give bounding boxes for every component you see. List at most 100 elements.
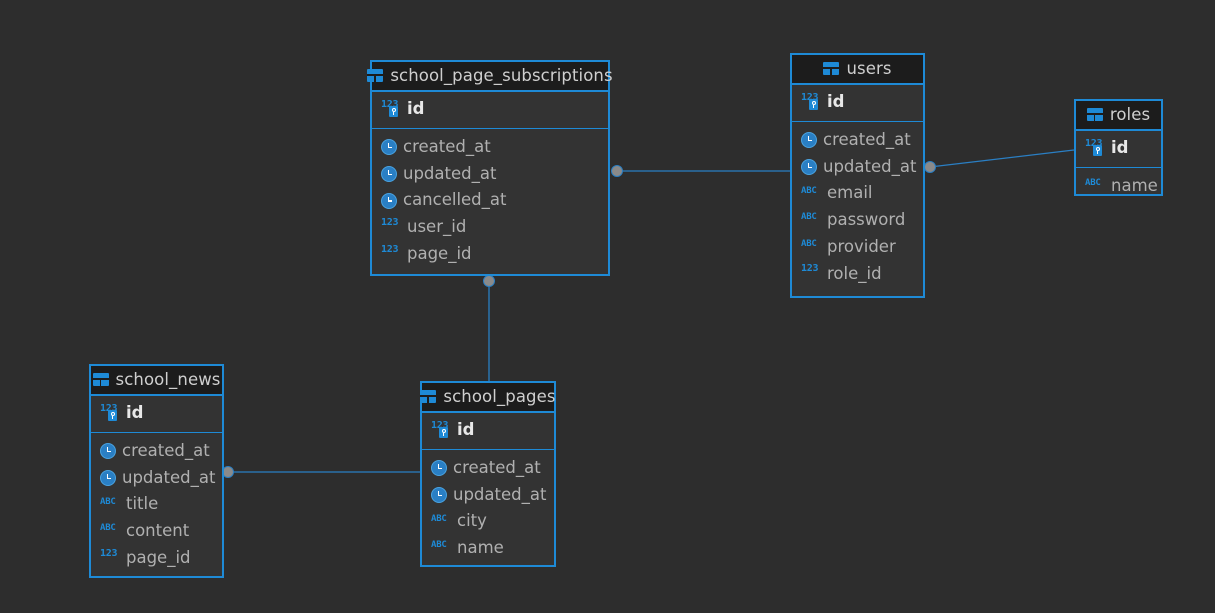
table-title: roles — [1109, 105, 1151, 124]
column-row-created_at[interactable]: created_at — [422, 455, 554, 482]
column-label: created_at — [122, 440, 210, 460]
column-row-created_at[interactable]: created_at — [792, 127, 923, 154]
relationship-news-to-pages[interactable] — [222, 466, 421, 478]
abc-icon: ABC — [1085, 178, 1101, 189]
table-icon — [1086, 108, 1103, 121]
abc-icon: ABC — [100, 523, 116, 534]
column-row-city[interactable]: ABC city — [422, 508, 554, 535]
column-label: id — [1111, 138, 1129, 157]
primary-key-badge-icon — [108, 409, 117, 421]
column-label: page_id — [407, 243, 472, 263]
relationship-subscriptions-to-users[interactable] — [611, 165, 791, 177]
primary-key-badge-icon — [809, 98, 818, 110]
column-row-role_id[interactable]: 123 role_id — [792, 261, 923, 288]
clock-icon — [381, 192, 397, 209]
column-label: updated_at — [122, 467, 216, 487]
column-label: updated_at — [403, 163, 497, 183]
column-label: name — [457, 538, 504, 558]
number-icon: 123 — [381, 243, 399, 255]
table-title: school_pages — [443, 387, 556, 406]
relationship-users-to-roles[interactable] — [924, 149, 1075, 173]
relationship-line — [929, 149, 1075, 168]
column-label: created_at — [823, 129, 911, 149]
column-label: role_id — [827, 263, 882, 283]
column-row-updated_at[interactable]: updated_at — [792, 154, 923, 181]
table-header[interactable]: school_page_subscriptions — [367, 62, 613, 92]
number-icon: 123 — [100, 547, 118, 559]
primary-key-number-icon: 123 — [801, 92, 821, 111]
column-row-name[interactable]: ABC name — [422, 535, 554, 562]
primary-key-section: 123 id — [91, 396, 222, 433]
column-label: created_at — [403, 136, 491, 156]
column-label: name — [1111, 175, 1158, 195]
table-header[interactable]: school_news — [91, 366, 222, 396]
column-row-content[interactable]: ABC content — [91, 518, 222, 545]
abc-icon: ABC — [431, 540, 447, 551]
column-row-page_id[interactable]: 123 page_id — [91, 545, 222, 572]
table-title: users — [846, 59, 892, 78]
table-icon — [367, 69, 384, 82]
column-label: city — [457, 511, 487, 531]
relationship-endpoint-dot[interactable] — [483, 275, 495, 287]
number-icon: 123 — [801, 263, 819, 275]
table-header[interactable]: school_pages — [420, 383, 556, 413]
clock-icon — [801, 158, 817, 175]
table-title: school_news — [115, 370, 221, 389]
column-row-created_at[interactable]: created_at — [91, 438, 222, 465]
clock-icon — [100, 443, 116, 460]
clock-icon — [381, 139, 397, 156]
column-label: id — [407, 99, 425, 118]
primary-key-row-id[interactable]: 123 id — [422, 417, 554, 444]
primary-key-row-id[interactable]: 123 id — [91, 400, 222, 427]
column-row-page_id[interactable]: 123 page_id — [372, 241, 608, 268]
column-label: id — [827, 92, 845, 111]
clock-icon — [431, 460, 447, 477]
column-label: cancelled_at — [403, 190, 507, 210]
table-header[interactable]: users — [792, 55, 923, 85]
column-row-updated_at[interactable]: updated_at — [372, 161, 608, 188]
column-row-password[interactable]: ABC password — [792, 207, 923, 234]
column-label: id — [126, 403, 144, 422]
abc-icon: ABC — [431, 513, 447, 524]
primary-key-number-icon: 123 — [100, 403, 120, 422]
table-icon — [420, 390, 437, 403]
column-label: password — [827, 210, 906, 230]
column-label: email — [827, 183, 873, 203]
relationship-endpoint-dot[interactable] — [611, 165, 623, 177]
column-label: page_id — [126, 547, 191, 567]
relationship-endpoint-dot[interactable] — [924, 161, 936, 173]
column-row-updated_at[interactable]: updated_at — [422, 482, 554, 509]
column-row-name[interactable]: ABC name — [1076, 173, 1161, 200]
column-row-cancelled_at[interactable]: cancelled_at — [372, 187, 608, 214]
table-header[interactable]: roles — [1076, 101, 1161, 131]
clock-icon — [100, 469, 116, 486]
column-row-updated_at[interactable]: updated_at — [91, 465, 222, 492]
clock-icon — [431, 486, 447, 503]
column-row-created_at[interactable]: created_at — [372, 134, 608, 161]
primary-key-badge-icon — [1093, 144, 1102, 156]
primary-key-number-icon: 123 — [431, 420, 451, 439]
primary-key-row-id[interactable]: 123 id — [792, 89, 923, 116]
column-label: id — [457, 420, 475, 439]
relationship-endpoint-dot[interactable] — [222, 466, 234, 478]
column-label: content — [126, 521, 190, 541]
column-label: updated_at — [453, 484, 547, 504]
abc-icon: ABC — [801, 212, 817, 223]
primary-key-section: 123 id — [422, 413, 554, 450]
primary-key-section: 123 id — [792, 85, 923, 122]
relationship-subscriptions-to-pages[interactable] — [483, 275, 495, 382]
